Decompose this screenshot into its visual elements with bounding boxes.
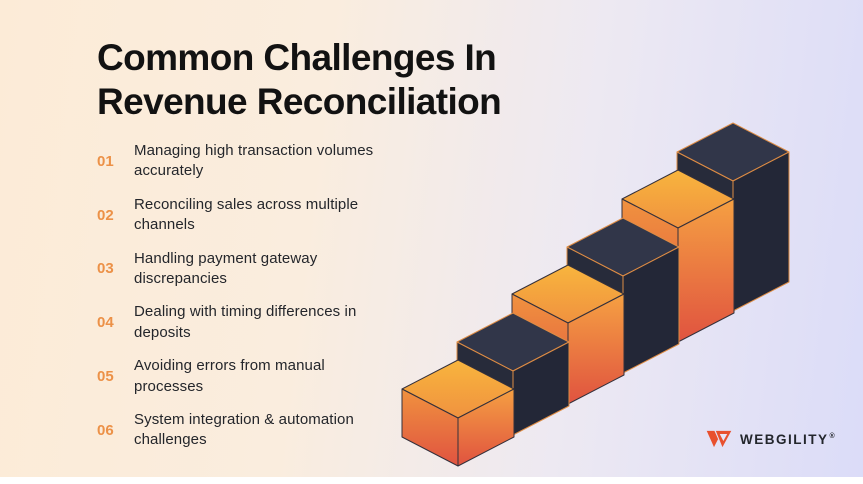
item-text: Dealing with timing differences in depos… [134, 303, 357, 341]
list-item: 05 Avoiding errors from manual processes [97, 356, 407, 397]
item-number: 01 [97, 152, 114, 170]
list-item: 03 Handling payment gateway discrepancie… [97, 249, 407, 290]
page-title: Common Challenges In Revenue Reconciliat… [97, 36, 502, 123]
item-number: 02 [97, 206, 114, 224]
item-text: System integration & automation challeng… [134, 410, 354, 449]
item-number: 05 [97, 368, 114, 386]
item-text: Reconciling sales across multiple channe… [134, 195, 359, 234]
item-number: 03 [97, 260, 114, 278]
list-item: 04 Dealing with timing differences in de… [97, 302, 407, 343]
stair-block-1 [401, 359, 515, 467]
brand-text: WEBGILITY [740, 431, 829, 447]
webgility-w-icon [706, 430, 732, 448]
item-text: Managing high transaction volumes accura… [134, 142, 374, 180]
bottom-bar [0, 477, 863, 484]
title-line-2: Revenue Reconciliation [97, 80, 502, 122]
item-number: 06 [97, 421, 114, 439]
challenges-list: 01 Managing high transaction volumes acc… [97, 141, 407, 451]
registered-mark: ® [829, 433, 835, 440]
item-number: 04 [97, 314, 114, 332]
item-text: Handling payment gateway discrepancies [134, 249, 318, 287]
title-line-1: Common Challenges In [97, 37, 497, 78]
list-item: 06 System integration & automation chall… [97, 410, 407, 451]
item-text: Avoiding errors from manual processes [134, 357, 325, 395]
right-face [457, 388, 515, 467]
list-item: 01 Managing high transaction volumes acc… [97, 141, 407, 182]
isometric-stairs-illustration [401, 122, 790, 467]
brand-name: WEBGILITY® [740, 432, 835, 447]
list-item: 02 Reconciling sales across multiple cha… [97, 195, 407, 236]
webgility-logo: WEBGILITY® [706, 429, 835, 449]
